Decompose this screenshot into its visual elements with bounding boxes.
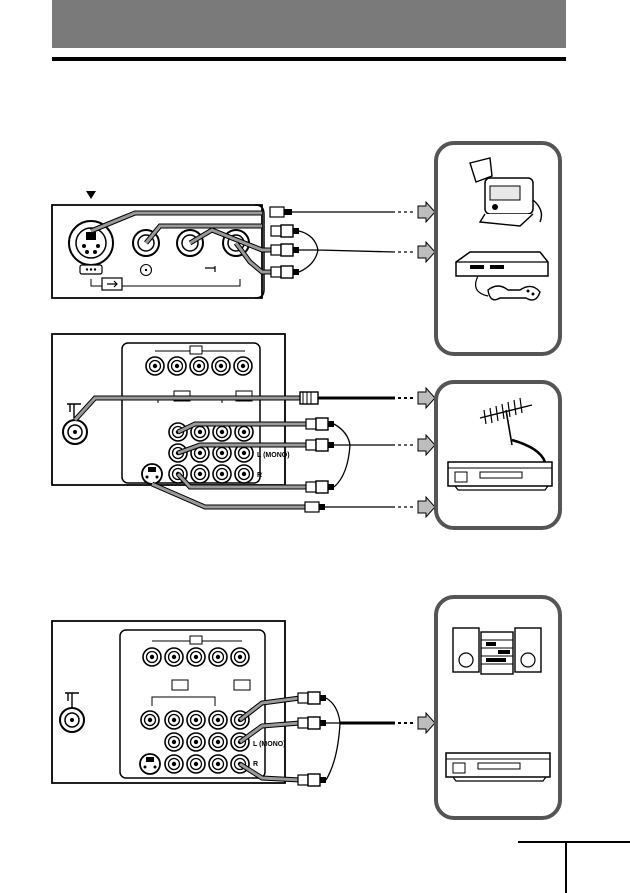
device-box-antenna-vcr — [436, 382, 560, 528]
antenna-input-jack — [63, 420, 87, 444]
middle-cables — [300, 388, 435, 517]
s-video-jack-rear — [140, 754, 160, 774]
device-box-camcorder-game — [436, 143, 560, 354]
antenna-input-jack — [60, 708, 84, 732]
s-video-jack-rear — [142, 464, 162, 484]
jack-label-mono: L (MONO) — [253, 741, 286, 748]
video-icon — [141, 265, 152, 276]
front-av-panel — [52, 191, 275, 298]
vcr — [448, 462, 552, 490]
rear-panel-audio-out: L (MONO) R — [52, 621, 300, 783]
input-arrow-icon — [102, 278, 122, 290]
jack-label-mono: L (MONO) — [257, 452, 290, 459]
stereo-system — [453, 628, 541, 674]
jack-label-right: R — [253, 761, 258, 768]
top-cables — [270, 202, 435, 278]
rear-panel-vcr-hookup: L (MONO) R — [52, 334, 310, 507]
s-video-icon — [80, 265, 102, 274]
s-video-jack — [69, 191, 113, 265]
jack-label-right: R — [257, 472, 262, 479]
bottom-cables — [298, 692, 435, 786]
page-tab-marker — [518, 842, 630, 893]
device-box-stereo-vcr — [436, 597, 560, 818]
vcr — [446, 753, 550, 781]
